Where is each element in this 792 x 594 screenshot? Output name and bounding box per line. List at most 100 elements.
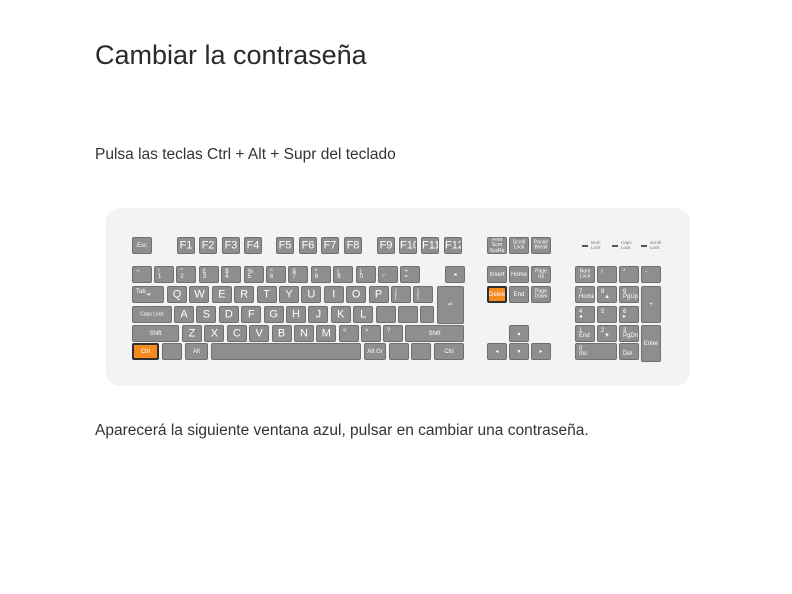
followup-text: Aparecerá la siguiente ventana azul, pul… [95, 422, 589, 439]
key-space [211, 343, 361, 360]
key-f1: F1 [177, 237, 195, 254]
key-letter-a: A [174, 306, 194, 323]
key-num-enter: Enter [641, 325, 661, 362]
key-num-minus: - [641, 266, 661, 283]
page-title: Cambiar la contraseña [95, 40, 367, 70]
key-arrow-down: ▾ [509, 343, 529, 360]
key-letter-l: L [353, 306, 374, 323]
key-letter-j: J [308, 306, 329, 323]
key-letter-v: V [249, 325, 270, 342]
key-ctrl-left: Ctrl [132, 343, 159, 360]
key-letter-q: Q [167, 286, 187, 303]
key-f12: F12 [444, 237, 462, 254]
key-backtick: ¬ [132, 266, 152, 283]
key-letter-x: X [204, 325, 225, 342]
key-digit-8: *8 [310, 266, 331, 283]
key-letter-i: I [323, 286, 344, 303]
key-digit-3: £3 [198, 266, 219, 283]
key-letter-y: Y [279, 286, 299, 303]
key-caps-lock: Caps Lock [132, 306, 172, 323]
key-letter-d: D [218, 306, 239, 323]
key-insert: Insert [487, 266, 507, 283]
key-digit-4: $4 [221, 266, 242, 283]
key-backspace: ◂ [445, 266, 465, 283]
key-esc: Esc [132, 237, 152, 254]
key-letter-z: Z [182, 325, 202, 342]
key-win-left [162, 343, 182, 360]
key-letter-s: S [196, 306, 217, 323]
key-digit-9: (9 [333, 266, 354, 283]
key-letter-p: P [368, 286, 389, 303]
key-semicolon [376, 306, 396, 323]
key-letter-f: F [241, 306, 262, 323]
key-letter-n: N [294, 325, 314, 342]
key-num-2: 2▾ [597, 325, 617, 342]
key-num-6: 6▸ [619, 306, 639, 323]
key-end: End [509, 286, 529, 303]
key-arrow-right: ▸ [531, 343, 551, 360]
key-f5: F5 [276, 237, 294, 254]
key-quote [398, 306, 418, 323]
key-page-up: Page Up [531, 266, 551, 283]
key-alt-left: Alt [185, 343, 208, 360]
key-letter-h: H [286, 306, 306, 323]
key-letter-g: G [263, 306, 284, 323]
key-scroll-lock: Scroll Lock [509, 237, 529, 254]
key-digit-1: !1 [154, 266, 174, 283]
key-bracket-right: }] [413, 286, 433, 303]
key-shift-left: Shift [132, 325, 179, 342]
key-comma: < [339, 325, 359, 342]
instruction-text: Pulsa las teclas Ctrl + Alt + Supr del t… [95, 146, 396, 163]
key-num-4: 4◂ [575, 306, 595, 323]
key-letter-o: O [346, 286, 367, 303]
key-f8: F8 [344, 237, 362, 254]
key-num-5: 5 [597, 306, 617, 323]
key-digit--: _- [378, 266, 398, 283]
key-f10: F10 [399, 237, 417, 254]
key-num-divide: / [597, 266, 617, 283]
key-letter-r: R [234, 286, 255, 303]
key-num-8: 8▴ [597, 286, 617, 303]
key-f11: F11 [421, 237, 439, 254]
key-num-multiply: * [619, 266, 639, 283]
key-letter-u: U [301, 286, 322, 303]
key-digit-0: )0 [355, 266, 376, 283]
key-letter-b: B [271, 325, 292, 342]
key-digit-6: ^6 [266, 266, 286, 283]
key-f6: F6 [299, 237, 317, 254]
key-tab: Tab⇥ [132, 286, 164, 303]
key-menu [411, 343, 431, 360]
key-bracket-left: {[ [391, 286, 411, 303]
key-enter: ↵ [437, 286, 464, 324]
key-digit-=: += [400, 266, 421, 283]
key-f3: F3 [222, 237, 240, 254]
key-arrow-up: ▴ [509, 325, 529, 342]
key-slash: ? [383, 325, 403, 342]
key-win-right [389, 343, 409, 360]
key-f7: F7 [321, 237, 339, 254]
key-ctrl-right: Ctrl [434, 343, 464, 360]
key-print-screen: Print Scrn SysRq [487, 237, 507, 254]
key-hash [420, 306, 434, 323]
key-page-down: Page Down [531, 286, 551, 303]
key-shift-right: Shift [405, 325, 464, 342]
key-delete: Delete [487, 286, 507, 303]
key-alt-gr: Alt Gr [364, 343, 386, 360]
key-f4: F4 [244, 237, 262, 254]
key-digit-2: "2 [176, 266, 197, 283]
key-letter-k: K [330, 306, 351, 323]
key-num-lock: Num Lock [575, 266, 595, 283]
key-digit-5: %5 [243, 266, 264, 283]
key-digit-7: &7 [288, 266, 309, 283]
key-f9: F9 [377, 237, 395, 254]
key-f2: F2 [199, 237, 217, 254]
key-letter-w: W [189, 286, 210, 303]
key-letter-m: M [316, 325, 337, 342]
